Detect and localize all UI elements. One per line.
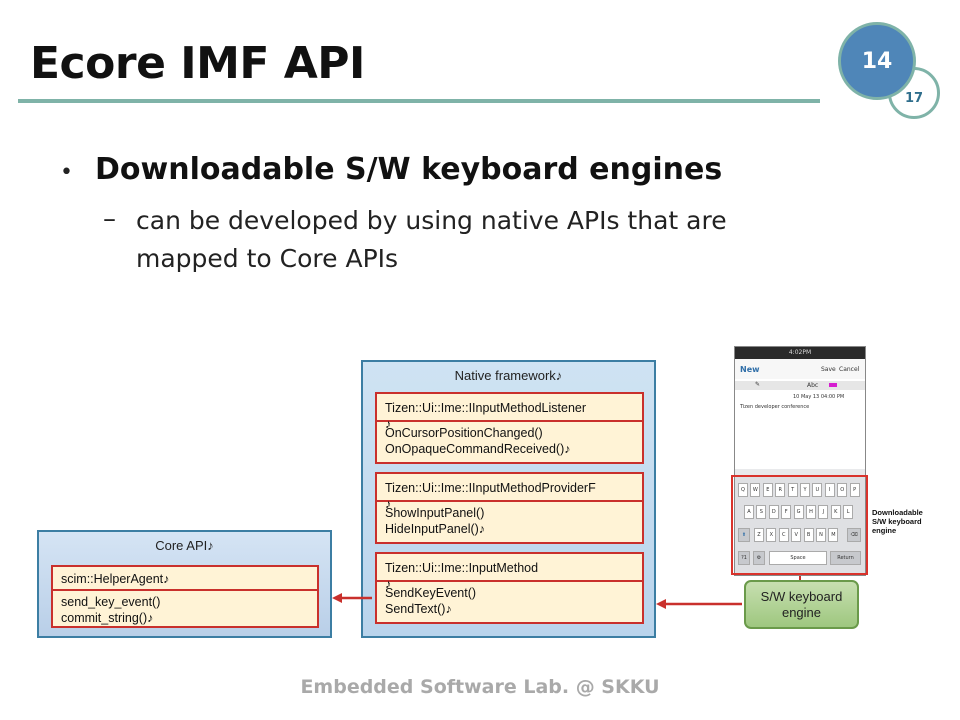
slide-title: Ecore IMF API <box>30 38 365 89</box>
keyboard-key: O <box>837 483 848 497</box>
method-item: HideInputPanel()♪ <box>385 522 486 536</box>
keyboard-key: F <box>781 505 792 519</box>
keyboard-key: T <box>787 483 798 497</box>
class-box-input-method-provider: Tizen::Ui::Ime::IInputMethodProviderF ♪ … <box>375 472 644 544</box>
keyboard-key: A <box>744 505 754 519</box>
keyboard-key: D <box>768 505 779 519</box>
class-name-tail: ♪ <box>385 577 392 591</box>
phone-save-button: Save <box>821 366 836 373</box>
method-item: SendKeyEvent() <box>385 586 477 600</box>
sub-bullet-marker: – <box>103 204 116 234</box>
phone-header: New Save Cancel <box>735 359 865 380</box>
keyboard-key: N <box>816 528 826 542</box>
keyboard-key: H <box>806 505 816 519</box>
color-swatch <box>829 383 837 387</box>
arrow-engine-to-native <box>656 599 742 609</box>
phone-toolbar <box>735 381 865 390</box>
class-header: Tizen::Ui::Ime::InputMethod ♪ <box>377 554 642 591</box>
native-framework-title: Native framework♪ <box>454 368 563 383</box>
keyboard-highlight-frame <box>731 475 868 575</box>
class-header: scim::HelperAgent♪ <box>53 567 317 591</box>
backspace-key-icon: ⌫ <box>847 528 861 542</box>
class-name: scim::HelperAgent♪ <box>61 572 170 586</box>
engine-label-line2: engine <box>781 604 822 620</box>
phone-status-bar: 4:02PM <box>735 347 865 359</box>
callout-line: Downloadable <box>872 508 923 517</box>
method-item: OnOpaqueCommandReceived()♪ <box>385 442 571 456</box>
callout-line: engine <box>872 526 897 535</box>
page-number-badge: 14 <box>838 22 916 100</box>
keyboard-key: Z <box>754 528 764 542</box>
keyboard-key: S <box>756 505 767 519</box>
numbers-key: ?1 <box>738 551 750 565</box>
return-key: Return <box>830 551 861 565</box>
class-box-input-method: Tizen::Ui::Ime::InputMethod ♪ SendKeyEve… <box>375 552 644 624</box>
phone-cancel-button: Cancel <box>839 366 860 373</box>
phone-note-text: Tizen developer conference <box>740 404 810 410</box>
sub-bullet-text: can be developed by using native APIs th… <box>136 206 727 273</box>
slide-footer: Embedded Software Lab. @ SKKU <box>300 676 660 698</box>
class-name: Tizen::Ui::Ime::InputMethod <box>385 561 539 575</box>
keyboard-key: I <box>824 483 835 497</box>
keyboard-key: P <box>849 483 860 497</box>
class-box-input-method-listener: Tizen::Ui::Ime::IInputMethodListener ♪ O… <box>375 392 644 464</box>
arrow-native-to-core <box>332 593 372 603</box>
phone-screenshot: 4:02PM New Save Cancel ✎ Abc 10 May 13 0… <box>734 346 866 576</box>
keyboard-callout-label: Downloadable S/W keyboard engine <box>872 508 942 535</box>
sw-keyboard-engine-box: S/W keyboard engine <box>744 580 859 629</box>
shift-key-icon: ⬆ <box>738 528 750 542</box>
class-header: Tizen::Ui::Ime::IInputMethodProviderF ♪ <box>377 474 642 511</box>
bullet-heading: Downloadable S/W keyboard engines <box>95 152 723 187</box>
class-name: Tizen::Ui::Ime::IInputMethodListener <box>385 401 587 415</box>
title-underline <box>18 99 820 103</box>
keyboard-key: W <box>750 483 761 497</box>
keyboard-key: G <box>793 505 804 519</box>
keyboard-key: R <box>775 483 786 497</box>
keyboard-key: C <box>778 528 789 542</box>
class-box-helper-agent: scim::HelperAgent♪ send_key_event() comm… <box>51 565 319 628</box>
method-item: send_key_event() <box>61 595 161 609</box>
method-item: commit_string()♪ <box>61 611 154 625</box>
keyboard-key: V <box>791 528 802 542</box>
core-api-title: Core API♪ <box>155 538 214 553</box>
bullet-marker: • <box>60 160 73 185</box>
phone-abc-label: Abc <box>807 382 819 389</box>
keyboard-key: B <box>803 528 814 542</box>
native-framework-panel: Native framework♪ Tizen::Ui::Ime::IInput… <box>361 360 656 638</box>
keyboard-key: E <box>762 483 773 497</box>
engine-label-line1: S/W keyboard <box>760 588 843 604</box>
method-item: SendText()♪ <box>385 602 452 616</box>
class-name: Tizen::Ui::Ime::IInputMethodProviderF <box>385 481 596 495</box>
pencil-icon: ✎ <box>755 381 761 388</box>
core-api-panel: Core API♪ scim::HelperAgent♪ send_key_ev… <box>37 530 332 638</box>
keyboard-key: J <box>818 505 829 519</box>
keyboard-key: Y <box>800 483 810 497</box>
phone-new-label: New <box>740 365 760 374</box>
keyboard-key: X <box>766 528 777 542</box>
keyboard-key: L <box>843 505 854 519</box>
keyboard-key: K <box>830 505 841 519</box>
class-name-tail: ♪ <box>385 417 392 431</box>
method-item: OnCursorPositionChanged() <box>385 426 543 440</box>
phone-note-area: ✎ Abc 10 May 13 04:00 PM Tizen developer… <box>735 379 865 469</box>
settings-key-icon: ⚙ <box>753 551 765 565</box>
method-item: ShowInputPanel() <box>385 506 485 520</box>
keyboard-key: Q <box>738 483 748 497</box>
class-header: Tizen::Ui::Ime::IInputMethodListener ♪ <box>377 394 642 431</box>
callout-line: S/W keyboard <box>872 517 922 526</box>
keyboard-key: U <box>812 483 823 497</box>
keyboard-key: M <box>828 528 839 542</box>
class-name-tail: ♪ <box>385 497 392 511</box>
space-key: Space <box>769 551 827 565</box>
phone-date: 10 May 13 04:00 PM <box>793 394 845 400</box>
